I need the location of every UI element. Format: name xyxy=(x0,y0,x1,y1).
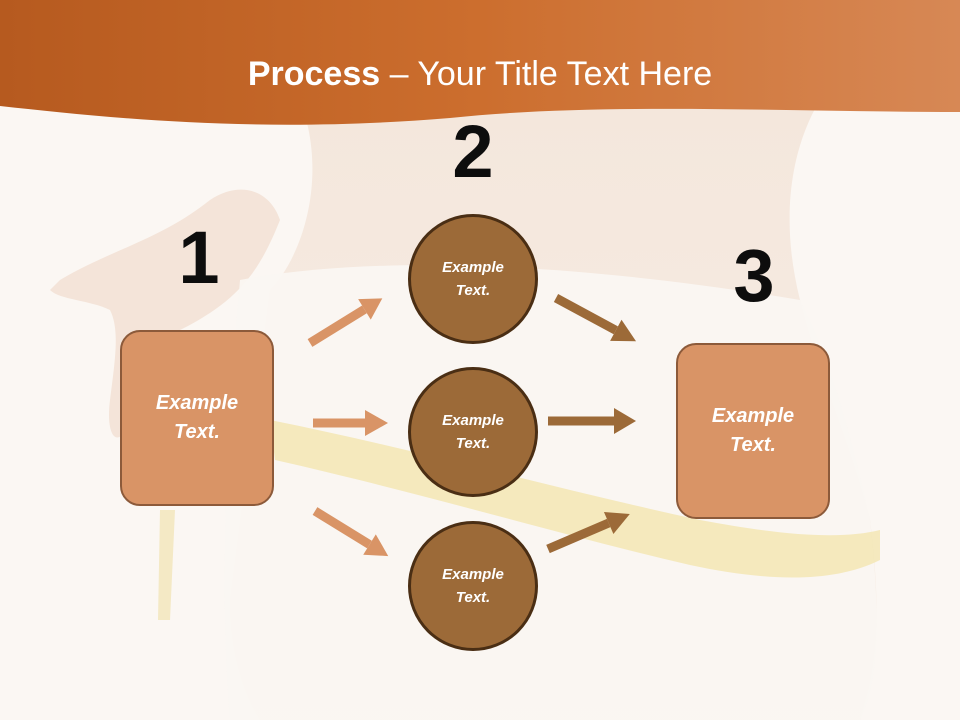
step-number-3: 3 xyxy=(733,234,775,317)
step-2-text-middle: Example Text. xyxy=(442,412,504,452)
step-3-box: Example Text. xyxy=(676,343,830,519)
title-rest: – Your Title Text Here xyxy=(380,55,713,93)
arrow-1-to-2-middle xyxy=(313,410,388,436)
step-1-box: Example Text. xyxy=(120,330,274,506)
step-number-2: 2 xyxy=(452,110,494,193)
arrow-1-to-2-top xyxy=(307,298,383,347)
step-2-text-top: Example Text. xyxy=(442,259,504,299)
arrow-2-to-3-top xyxy=(553,294,637,342)
step-1-text: Example Text. xyxy=(155,392,239,443)
step-number-1: 1 xyxy=(178,216,220,299)
step-2-text-bottom: Example Text. xyxy=(442,566,504,606)
arrow-2-to-3-bottom xyxy=(546,511,630,554)
step-2-circle-top: Example Text. xyxy=(408,214,538,344)
arrow-1-to-2-bottom xyxy=(312,507,389,557)
step-2-circle-bottom: Example Text. xyxy=(408,521,538,651)
step-3-text: Example Text. xyxy=(711,405,795,456)
arrow-2-to-3-middle xyxy=(548,408,636,434)
step-2-circle-middle: Example Text. xyxy=(408,367,538,497)
slide-title: Process – Your Title Text Here xyxy=(0,52,960,96)
title-bold: Process xyxy=(247,55,381,93)
